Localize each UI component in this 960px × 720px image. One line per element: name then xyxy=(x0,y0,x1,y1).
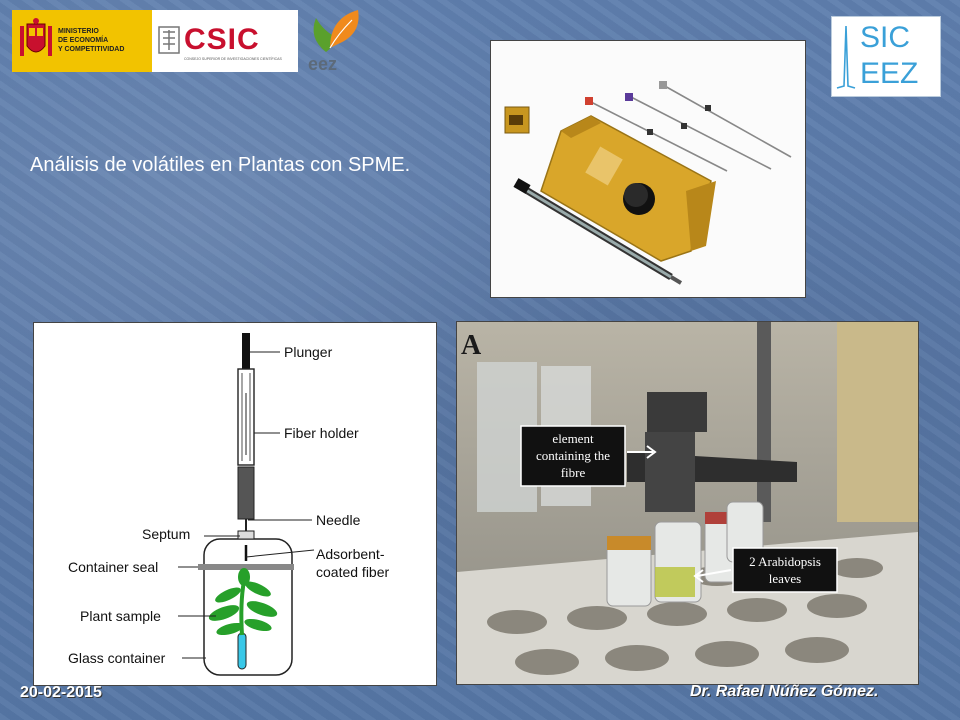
footer-author: Dr. Rafael Núñez Gómez. xyxy=(690,683,879,700)
label-fiber-holder: Fiber holder xyxy=(284,425,359,441)
label-adsorbent-line2: coated fiber xyxy=(316,564,389,580)
eez-logo: eez xyxy=(306,8,362,78)
csic-logo-text: CSIC xyxy=(184,23,260,56)
sic-eez-logo: SIC EEZ xyxy=(831,16,941,97)
ministerio-panel: MINISTERIO DE ECONOMÍA Y COMPETITIVIDAD xyxy=(12,10,152,72)
spme-schematic: Plunger Fiber holder Needle Septum Adsor… xyxy=(34,323,436,685)
label-glass-container: Glass container xyxy=(68,650,166,666)
callout-fibre-line2: containing the xyxy=(536,448,610,463)
arrow-icon xyxy=(627,445,657,459)
spme-diagram: Plunger Fiber holder Needle Septum Adsor… xyxy=(33,322,437,686)
eez-text: eez xyxy=(308,54,338,74)
chromatogram-peak-icon xyxy=(836,25,856,89)
eez-leaf-icon xyxy=(313,10,359,52)
label-container-seal: Container seal xyxy=(68,559,158,575)
eez-logo-text: EEZ xyxy=(860,57,919,90)
callout-leaves-box xyxy=(732,547,838,593)
callout-leaves-line1: 2 Arabidopsis xyxy=(749,554,821,569)
callout-fibre-line3: fibre xyxy=(561,465,586,480)
callout-leaves-line2: leaves xyxy=(769,571,801,586)
label-adsorbent-line1: Adsorbent- xyxy=(316,546,385,562)
sic-text: SIC xyxy=(860,21,911,54)
needle-hub xyxy=(237,466,255,520)
label-plunger: Plunger xyxy=(284,344,333,360)
csic-subtitle: CONSEJO SUPERIOR DE INVESTIGACIONES CIEN… xyxy=(184,57,282,61)
spain-coat-of-arms-icon xyxy=(20,18,52,56)
spme-kit-illustration xyxy=(491,41,805,297)
container-seal xyxy=(198,564,294,570)
slide-title: Análisis de volátiles en Plantas con SPM… xyxy=(30,154,411,176)
csic-emblem-icon xyxy=(158,26,180,54)
callout-fibre-box xyxy=(520,425,626,487)
autosampler-illustration: A element containing the fibre 2 Arabido… xyxy=(457,322,918,684)
arrow-icon xyxy=(693,569,732,583)
septum xyxy=(237,530,255,540)
autosampler-photo: A element containing the fibre 2 Arabido… xyxy=(456,321,919,685)
callout-fibre-line1: element xyxy=(552,431,594,446)
label-plant-sample: Plant sample xyxy=(80,608,161,624)
spme-kit-photo xyxy=(490,40,806,298)
footer-date: 20-02-2015 xyxy=(20,684,102,701)
plant-sample-icon xyxy=(208,568,278,670)
label-needle: Needle xyxy=(316,512,361,528)
panel-letter: A xyxy=(461,330,482,361)
ministerio-text: MINISTERIO DE ECONOMÍA Y COMPETITIVIDAD xyxy=(58,28,125,53)
ministerio-csic-logo: MINISTERIO DE ECONOMÍA Y COMPETITIVIDAD … xyxy=(12,10,298,72)
plunger-rod xyxy=(242,333,250,369)
label-septum: Septum xyxy=(142,526,190,542)
